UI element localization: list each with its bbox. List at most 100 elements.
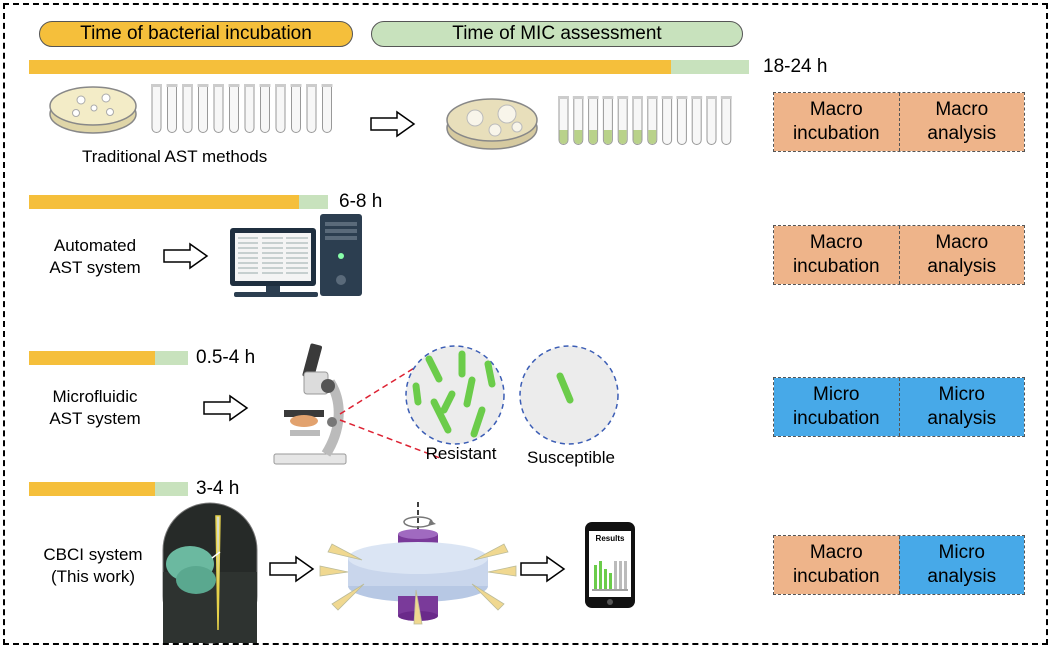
test-tube-cap xyxy=(632,96,643,99)
row4-incubation-bar xyxy=(29,482,155,496)
test-tube-cap xyxy=(290,84,302,87)
row3-analysis-box: Micro incubation Micro analysis xyxy=(773,377,1025,437)
test-tube-cap xyxy=(151,84,162,87)
test-tube-cap xyxy=(706,96,717,99)
test-tube xyxy=(721,97,732,145)
row1-method-label: Traditional AST methods xyxy=(82,147,268,166)
test-tube xyxy=(182,85,193,133)
test-tube xyxy=(213,85,224,133)
test-tube-cap xyxy=(259,84,271,87)
test-tube xyxy=(229,85,239,133)
test-tube xyxy=(662,97,673,145)
row3-time-label: 0.5-4 h xyxy=(196,347,256,368)
test-tube-cap xyxy=(661,96,673,99)
test-tube xyxy=(151,85,162,133)
row3-box-left-text: Micro incubation xyxy=(792,384,880,429)
test-tube xyxy=(260,85,270,133)
test-tube xyxy=(306,85,317,133)
test-tube xyxy=(275,85,286,133)
test-tube xyxy=(291,85,301,133)
test-tube-cap xyxy=(676,96,688,99)
test-tube xyxy=(706,97,717,145)
computer-icon xyxy=(230,214,362,297)
row4-arrow2-icon xyxy=(520,555,566,583)
test-tube-cap xyxy=(572,96,584,99)
test-tube-cap xyxy=(213,84,224,87)
microscope-icon xyxy=(273,343,347,465)
test-tube-cap xyxy=(306,84,317,87)
row3-box-right-text: Micro analysis xyxy=(927,384,997,429)
susceptible-label: Susceptible xyxy=(527,448,615,467)
test-tube xyxy=(676,97,687,145)
row1-mic-bar xyxy=(671,60,749,74)
pipette-photo xyxy=(162,502,258,644)
result-tubes-icon xyxy=(558,96,732,145)
tube-growth xyxy=(648,130,657,144)
row4-mic-bar xyxy=(155,482,188,496)
row1-box-right: Macro analysis xyxy=(898,93,1024,151)
row3-box-right: Micro analysis xyxy=(898,378,1024,436)
row4-method-label: CBCI system (This work) xyxy=(43,545,143,586)
row4-box-left: Macro incubation xyxy=(774,536,899,594)
resistant-label: Resistant xyxy=(425,444,497,463)
row2-mic-bar xyxy=(299,195,328,209)
tube-growth xyxy=(618,130,627,144)
row2-box-left: Macro incubation xyxy=(774,226,899,284)
test-tube-cap xyxy=(197,84,209,87)
test-tube-cap xyxy=(617,96,629,99)
row1-incubation-bar xyxy=(29,60,671,74)
test-tube xyxy=(691,97,702,145)
row2-incubation-bar xyxy=(29,195,299,209)
row3-incubation-bar xyxy=(29,351,155,365)
dilution-tubes-icon xyxy=(151,84,333,133)
row4-box-right-text: Micro analysis xyxy=(927,542,997,587)
row2-arrow-icon xyxy=(163,242,209,270)
test-tube xyxy=(244,85,255,133)
row2-box-right: Macro analysis xyxy=(898,226,1024,284)
test-tube-cap xyxy=(558,96,569,99)
test-tube-cap xyxy=(646,96,658,99)
row3-method-label: Microfluidic AST system xyxy=(49,387,141,428)
tube-growth xyxy=(589,130,598,144)
incubated-plate-icon xyxy=(446,98,538,150)
susceptible-view xyxy=(519,345,619,445)
mic-legend-label: Time of MIC assessment xyxy=(452,23,662,44)
incubation-legend-pill: Time of bacterial incubation xyxy=(39,21,353,47)
rotor-device-icon xyxy=(319,502,517,625)
row1-box-right-text: Macro analysis xyxy=(927,99,997,144)
row3-arrow-icon xyxy=(203,394,249,422)
test-tube xyxy=(322,85,332,133)
test-tube-cap xyxy=(228,84,240,87)
test-tube-cap xyxy=(321,84,333,87)
tube-growth xyxy=(574,130,583,144)
row1-box-left: Macro incubation xyxy=(774,93,899,151)
row4-analysis-box: Macro incubation Micro analysis xyxy=(773,535,1025,595)
row4-time-label: 3-4 h xyxy=(196,478,240,499)
resistant-view xyxy=(405,345,505,445)
mic-legend-pill: Time of MIC assessment xyxy=(371,21,743,47)
test-tube xyxy=(198,85,208,133)
agar-plate-icon xyxy=(49,86,137,134)
test-tube-cap xyxy=(275,84,286,87)
row1-analysis-box: Macro incubation Macro analysis xyxy=(773,92,1025,152)
row2-box-left-text: Macro incubation xyxy=(792,232,880,277)
test-tube-cap xyxy=(720,96,732,99)
phone-results-title: Results xyxy=(595,534,625,543)
row1-time-label: 18-24 h xyxy=(763,56,828,77)
tube-growth xyxy=(633,130,642,144)
test-tube-cap xyxy=(691,96,703,99)
row1-box-left-text: Macro incubation xyxy=(792,99,880,144)
row2-box-right-text: Macro analysis xyxy=(927,232,997,277)
test-tube-cap xyxy=(182,84,193,87)
row2-time-label: 6-8 h xyxy=(339,191,383,212)
row3-mic-bar xyxy=(155,351,188,365)
row1-arrow-icon xyxy=(370,110,416,138)
test-tube-cap xyxy=(602,96,614,99)
test-tube-cap xyxy=(244,84,255,87)
row2-method-label: Automated AST system xyxy=(49,236,141,277)
test-tube-cap xyxy=(166,84,178,87)
tube-growth xyxy=(559,130,568,144)
magnification-lines xyxy=(339,351,441,459)
incubation-legend-label: Time of bacterial incubation xyxy=(80,23,312,44)
test-tube xyxy=(167,85,177,133)
